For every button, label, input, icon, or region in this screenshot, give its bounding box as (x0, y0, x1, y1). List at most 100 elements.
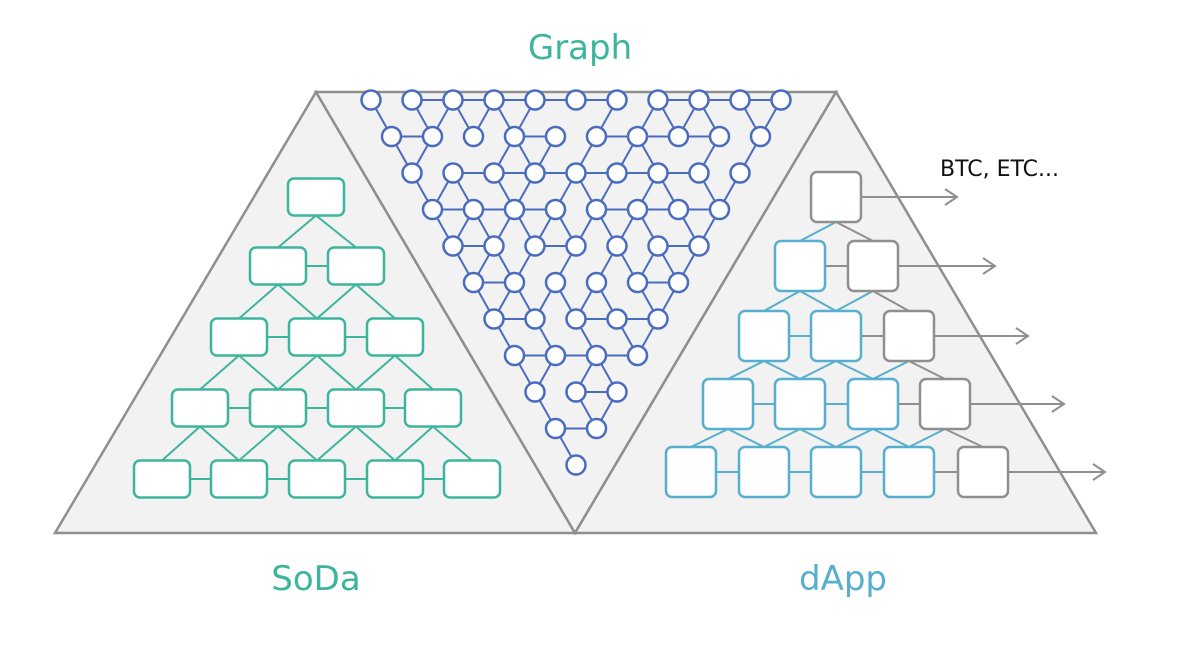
graph-node (606, 235, 628, 257)
dapp-block (846, 377, 900, 431)
graph-node (729, 162, 751, 184)
graph-node (421, 198, 444, 221)
dapp-block (882, 445, 936, 499)
dapp-connector (799, 290, 837, 312)
dapp-block (809, 309, 863, 363)
chain-arrow-head (1051, 395, 1066, 413)
graph-node (462, 271, 485, 294)
soda-connector (355, 354, 396, 391)
graph-node (585, 198, 608, 221)
soda-connector (316, 354, 357, 391)
soda-connector (238, 283, 279, 320)
graph-node (688, 89, 710, 111)
graph-node (483, 162, 505, 184)
soda-block (365, 317, 425, 357)
graph-node (524, 162, 546, 184)
dapp-connector (799, 360, 837, 380)
dapp-connector (799, 428, 837, 448)
graph-node (708, 198, 731, 221)
soda-structure (132, 177, 502, 499)
dapp-connector (835, 221, 874, 242)
graph-title: Graph (528, 28, 632, 68)
graph-node (606, 162, 628, 184)
chain-arrow-head (944, 188, 959, 206)
graph-node (647, 89, 669, 111)
soda-block (170, 388, 230, 428)
graph-node (442, 89, 464, 111)
graph-node (483, 89, 505, 111)
graph-node (544, 271, 567, 294)
graph-node (770, 89, 792, 111)
dapp-connector (872, 428, 910, 448)
soda-block (287, 317, 347, 357)
soda-block (248, 388, 308, 428)
soda-connector (277, 283, 318, 320)
graph-node (483, 235, 505, 257)
chain-annotation: BTC, ETC... (940, 157, 1059, 182)
dapp-connector (872, 290, 910, 312)
graph-node (421, 125, 444, 148)
soda-block (132, 459, 192, 499)
soda-block (287, 459, 347, 499)
graph-node (462, 198, 485, 221)
graph-node (585, 417, 608, 440)
soda-connector (277, 425, 318, 462)
graph-node (544, 125, 567, 148)
dapp-block (737, 445, 791, 499)
dapp-connector (727, 360, 765, 380)
chain-arrow-head (1015, 327, 1030, 345)
chain-block (956, 445, 1010, 499)
dapp-connector (835, 290, 874, 312)
graph-node (606, 308, 628, 330)
soda-block (442, 459, 502, 499)
dapp-block (809, 445, 863, 499)
dapp-connector (872, 360, 910, 380)
soda-connector (432, 425, 473, 462)
soda-block (365, 459, 425, 499)
dapp-connector (835, 428, 874, 448)
soda-connector (394, 354, 434, 391)
graph-node (585, 125, 608, 148)
soda-connector (238, 425, 279, 462)
graph-node (688, 162, 710, 184)
soda-block (248, 246, 308, 286)
chain-block (809, 170, 863, 224)
dapp-connector (763, 360, 801, 380)
chain-block (918, 377, 972, 431)
dapp-connector (763, 428, 801, 448)
soda-block (286, 177, 346, 217)
soda-block (209, 317, 269, 357)
soda-block (326, 388, 386, 428)
dapp-block (664, 445, 718, 499)
graph-node (585, 271, 608, 294)
soda-block (403, 388, 463, 428)
graph-node (544, 417, 567, 440)
chain-arrow-head (1092, 463, 1107, 481)
dapp-connector (908, 360, 946, 380)
graph-node (401, 162, 423, 184)
graph-node (647, 308, 669, 330)
graph-node (565, 308, 587, 330)
graph-node (708, 125, 731, 148)
graph-node (606, 381, 628, 403)
soda-connector (277, 354, 318, 391)
dapp-title: dApp (799, 559, 887, 599)
dapp-connector (763, 290, 801, 312)
graph-node (688, 235, 710, 257)
graph-node (524, 308, 546, 330)
graph-node (544, 198, 567, 221)
graph-node (565, 162, 587, 184)
graph-node (503, 344, 526, 367)
graph-node (360, 89, 382, 111)
dapp-structure (664, 170, 1107, 499)
dapp-connector (727, 428, 765, 448)
graph-node (606, 89, 628, 111)
dapp-connector (944, 428, 984, 448)
soda-connector (277, 214, 317, 249)
graph-node (503, 271, 526, 294)
soda-block (326, 246, 386, 286)
dapp-connector (799, 221, 837, 242)
dapp-block (701, 377, 755, 431)
soda-connector (238, 354, 279, 391)
